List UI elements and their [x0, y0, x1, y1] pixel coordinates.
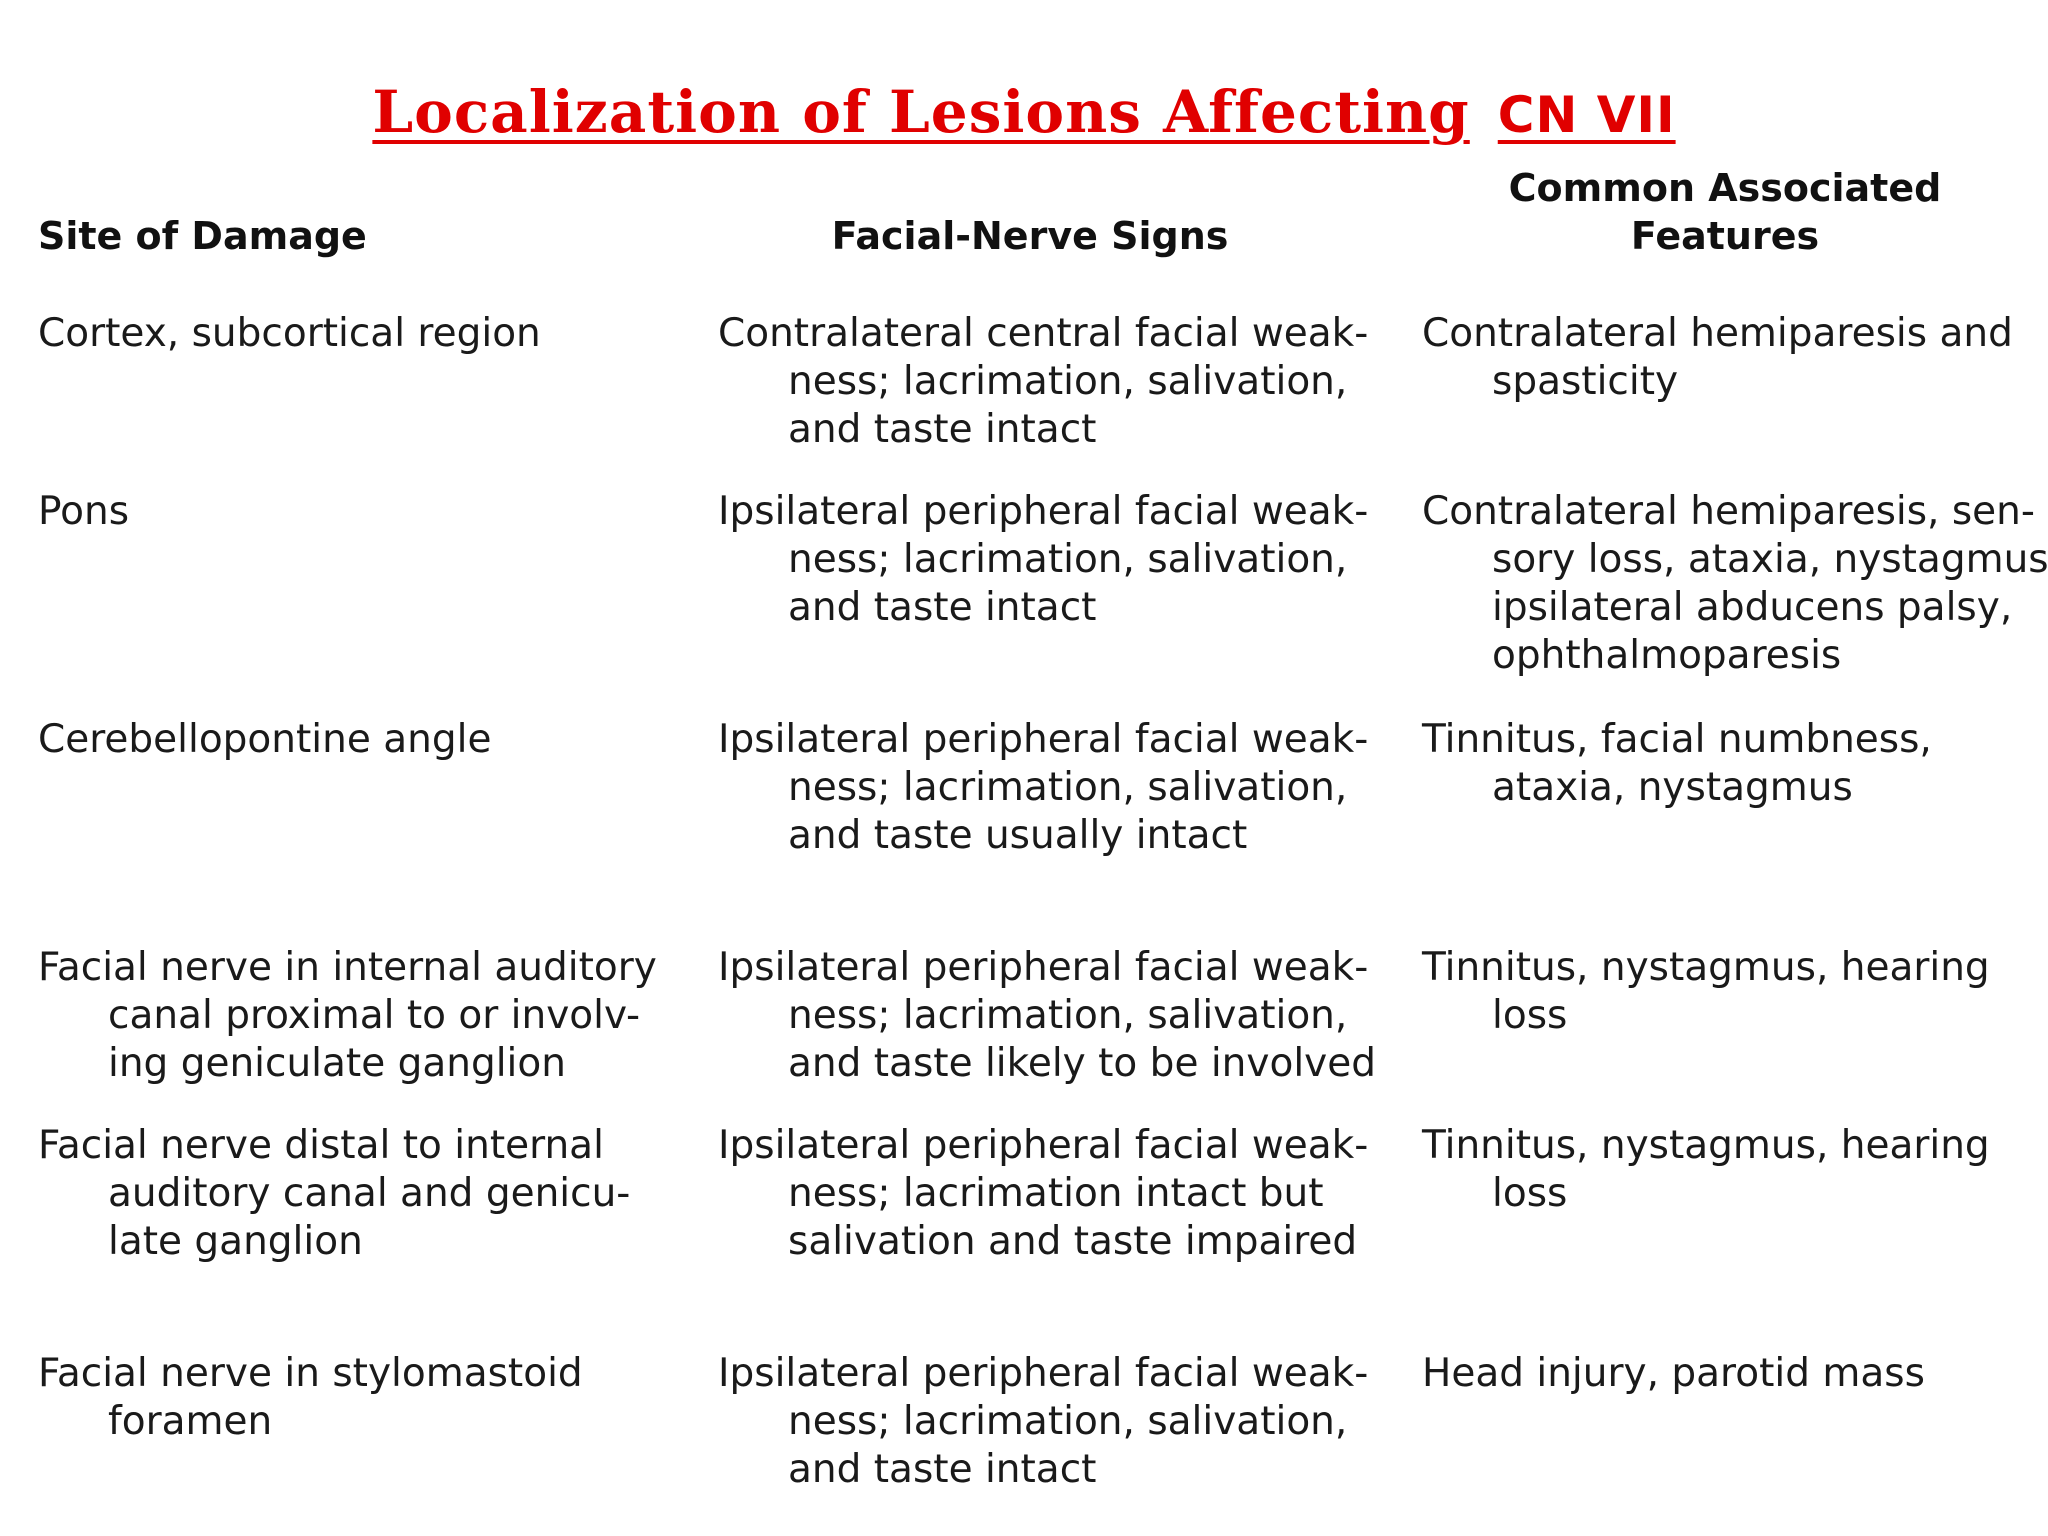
text-line: Tinnitus, facial numbness,	[1422, 717, 1932, 762]
text-line: ophthalmoparesis	[1492, 633, 1842, 678]
text-line: Head injury, parotid mass	[1422, 1351, 1925, 1396]
text-line: canal proximal to or involv-	[108, 993, 641, 1038]
text-line: and taste intact	[788, 407, 1097, 452]
text-line: ing geniculate ganglion	[108, 1041, 566, 1086]
row-6-site: Facial nerve in stylomastoid foramen	[38, 1350, 583, 1446]
row-2-features: Contralateral hemiparesis, sen- sory los…	[1422, 488, 2048, 680]
row-1-features: Contralateral hemiparesis and spasticity	[1422, 310, 2013, 406]
text-line: ness; lacrimation, salivation,	[788, 993, 1348, 1038]
text-line: spasticity	[1492, 359, 1679, 404]
header-common-associated-features: Common Associated Features	[1425, 164, 2025, 260]
text-line: auditory canal and genicu-	[108, 1171, 631, 1216]
text-line: Ipsilateral peripheral facial weak-	[718, 1123, 1369, 1168]
text-line: Tinnitus, nystagmus, hearing	[1422, 1123, 1990, 1168]
text-line: ataxia, nystagmus	[1492, 765, 1853, 810]
text-line: and taste usually intact	[788, 813, 1248, 858]
text-line: Ipsilateral peripheral facial weak-	[718, 1351, 1369, 1396]
row-5-signs: Ipsilateral peripheral facial weak- ness…	[718, 1122, 1368, 1266]
text-line: loss	[1492, 1171, 1568, 1216]
text-line: ness; lacrimation, salivation,	[788, 1399, 1348, 1444]
text-line: Cerebellopontine angle	[38, 717, 492, 762]
text-line: and taste likely to be involved	[788, 1041, 1376, 1086]
header-facial-nerve-signs: Facial-Nerve Signs	[831, 214, 1229, 258]
row-4-features: Tinnitus, nystagmus, hearing loss	[1422, 944, 1990, 1040]
row-6-features: Head injury, parotid mass	[1422, 1350, 1925, 1398]
text-line: late ganglion	[108, 1219, 363, 1264]
row-3-site: Cerebellopontine angle	[38, 716, 491, 764]
text-line: salivation and taste impaired	[788, 1219, 1358, 1264]
row-4-signs: Ipsilateral peripheral facial weak- ness…	[718, 944, 1376, 1088]
text-line: Cortex, subcortical region	[38, 311, 541, 356]
text-line: Ipsilateral peripheral facial weak-	[718, 945, 1369, 990]
text-line: Facial nerve in internal auditory	[38, 945, 657, 990]
text-line: Ipsilateral peripheral facial weak-	[718, 489, 1369, 534]
text-line: ness; lacrimation, salivation,	[788, 537, 1348, 582]
text-line: Facial nerve distal to internal	[38, 1123, 604, 1168]
text-line: Contralateral hemiparesis, sen-	[1422, 489, 2035, 534]
text-line: and taste intact	[788, 585, 1097, 630]
row-5-site: Facial nerve distal to internal auditory…	[38, 1122, 630, 1266]
text-line: sory loss, ataxia, nystagmus,	[1492, 537, 2048, 582]
row-2-signs: Ipsilateral peripheral facial weak- ness…	[718, 488, 1368, 632]
row-5-features: Tinnitus, nystagmus, hearing loss	[1422, 1122, 1990, 1218]
text-line: and taste intact	[788, 1447, 1097, 1492]
text-line: ness; lacrimation intact but	[788, 1171, 1324, 1216]
text-line: Contralateral central facial weak-	[718, 311, 1369, 356]
header-features-line1: Common Associated	[1508, 166, 1942, 210]
text-line: Contralateral hemiparesis and	[1422, 311, 2013, 356]
page-title: Localization of Lesions Affecting CN VII	[0, 78, 2048, 146]
text-line: Tinnitus, nystagmus, hearing	[1422, 945, 1990, 990]
row-3-features: Tinnitus, facial numbness, ataxia, nysta…	[1422, 716, 1932, 812]
row-6-signs: Ipsilateral peripheral facial weak- ness…	[718, 1350, 1368, 1494]
text-line: Pons	[38, 489, 130, 534]
text-line: ness; lacrimation, salivation,	[788, 359, 1348, 404]
title-main: Localization of Lesions Affecting	[372, 78, 1470, 146]
row-4-site: Facial nerve in internal auditory canal …	[38, 944, 657, 1088]
row-1-site: Cortex, subcortical region	[38, 310, 541, 358]
text-line: ness; lacrimation, salivation,	[788, 765, 1348, 810]
row-1-signs: Contralateral central facial weak- ness;…	[718, 310, 1368, 454]
text-line: loss	[1492, 993, 1568, 1038]
row-3-signs: Ipsilateral peripheral facial weak- ness…	[718, 716, 1368, 860]
text-line: foramen	[108, 1399, 273, 1444]
title-cn-vii: CN VII	[1497, 86, 1676, 144]
row-2-site: Pons	[38, 488, 129, 536]
text-line: Facial nerve in stylomastoid	[38, 1351, 583, 1396]
header-features-line2: Features	[1630, 214, 1820, 258]
text-line: ipsilateral abducens palsy,	[1492, 585, 2013, 630]
header-site-of-damage: Site of Damage	[38, 214, 367, 258]
text-line: Ipsilateral peripheral facial weak-	[718, 717, 1369, 762]
